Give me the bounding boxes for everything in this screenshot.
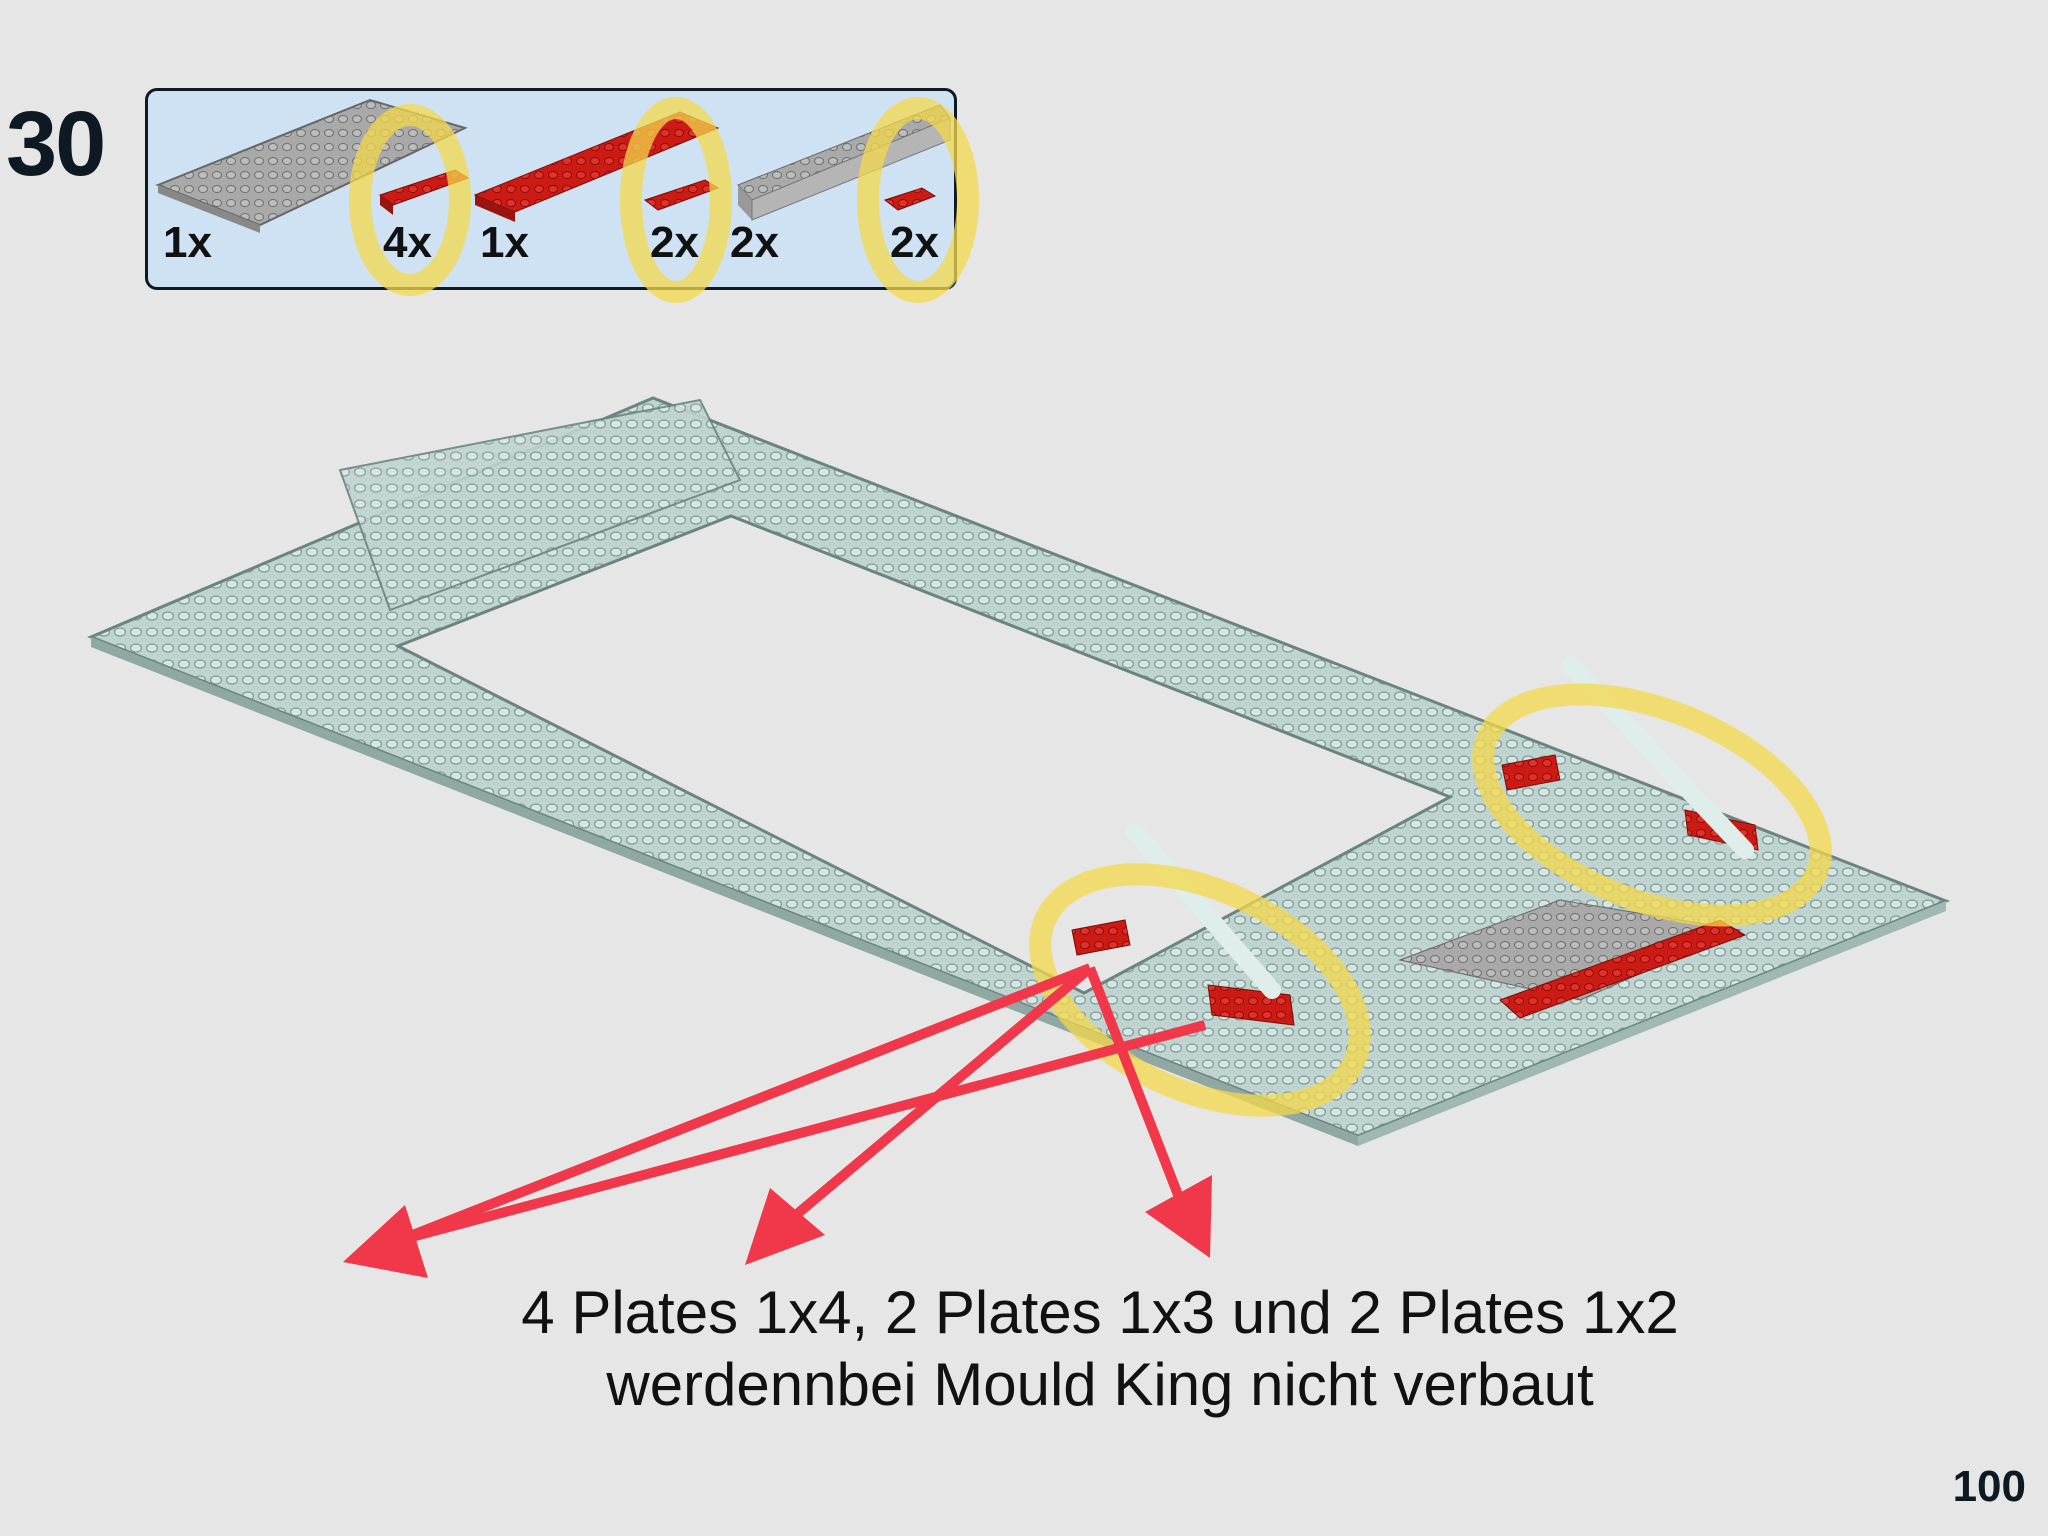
part-qty-5: 2x [730, 218, 779, 267]
annotation-line-1: 4 Plates 1x4, 2 Plates 1x3 und 2 Plates … [521, 1279, 1679, 1346]
technic-link-1 [1126, 823, 1281, 999]
arrow-head-right [1145, 1175, 1212, 1258]
part-red-plate-1x3 [643, 179, 720, 211]
annotation-line-2: werdennbei Mould King nicht verbaut [606, 1351, 1594, 1418]
gray-plate [1398, 899, 1742, 1001]
model-frame [87, 396, 1951, 1146]
arrow-head-middle [745, 1188, 825, 1265]
part-qty-6: 2x [890, 218, 939, 267]
page-number: 100 [1952, 1462, 2026, 1511]
annotation-arrows [343, 963, 1212, 1278]
step-number: 30 [6, 93, 106, 195]
part-qty-1: 1x [163, 218, 212, 267]
red-plate-3 [1501, 754, 1561, 791]
red-plate-1 [1071, 919, 1131, 956]
highlight-circles [349, 97, 1832, 1117]
part-red-plate-1x2 [883, 187, 937, 211]
parts-images [155, 98, 951, 233]
part-red-plate-long [473, 111, 720, 213]
part-qty-4: 2x [650, 218, 699, 267]
part-qty-2: 4x [383, 218, 432, 267]
arrow-head-left [343, 1205, 428, 1278]
red-plate-long [1499, 919, 1747, 1019]
part-qty-3: 1x [480, 218, 529, 267]
